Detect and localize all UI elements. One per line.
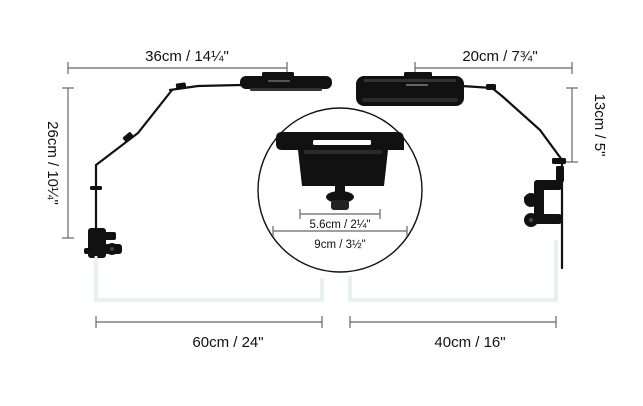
right-lamp-unit: 20cm / 7¾" 13cm / 5": [348, 48, 608, 351]
left-lamp-unit: 36cm / 14¼" 26cm / 10¼": [44, 48, 332, 351]
left-height-dimension: 26cm / 10¼": [44, 87, 74, 239]
left-tank-dimension: 60cm / 24": [95, 316, 323, 351]
right-height-label: 13cm / 5": [591, 94, 608, 157]
right-lamp-arm: [460, 84, 566, 270]
right-clamp: [524, 180, 562, 227]
right-arm-dimension: 20cm / 7¾": [414, 48, 573, 74]
clamp-detail-callout: 5.6cm / 2¼" 9cm / 3½": [257, 107, 423, 273]
right-arm-length-label: 20cm / 7¾": [462, 48, 537, 65]
left-clamp: [84, 228, 122, 258]
right-tank-length-label: 40cm / 16": [434, 334, 505, 351]
right-tank-dimension: 40cm / 16": [349, 316, 557, 351]
detail-inner-dimension: 5.6cm / 2¼": [299, 209, 381, 231]
detail-clamp-outer-label: 9cm / 3½": [314, 239, 365, 251]
left-aquarium-glass: [94, 256, 324, 302]
left-lamp-head: [240, 72, 332, 91]
right-aquarium-glass: [348, 240, 558, 302]
right-height-dimension: 13cm / 5": [566, 87, 608, 163]
detail-clamp-body: [276, 132, 404, 186]
detail-outer-dimension: 9cm / 3½": [272, 226, 408, 251]
right-lamp-head: [356, 72, 464, 106]
left-arm-length-label: 36cm / 14¼": [145, 48, 229, 65]
left-lamp-arm: [90, 82, 243, 230]
detail-clamp-screw: [326, 186, 354, 210]
left-tank-length-label: 60cm / 24": [192, 334, 263, 351]
left-height-label: 26cm / 10¼": [44, 121, 61, 205]
left-arm-dimension: 36cm / 14¼": [67, 48, 288, 74]
detail-clamp-inner-label: 5.6cm / 2¼": [310, 219, 371, 231]
